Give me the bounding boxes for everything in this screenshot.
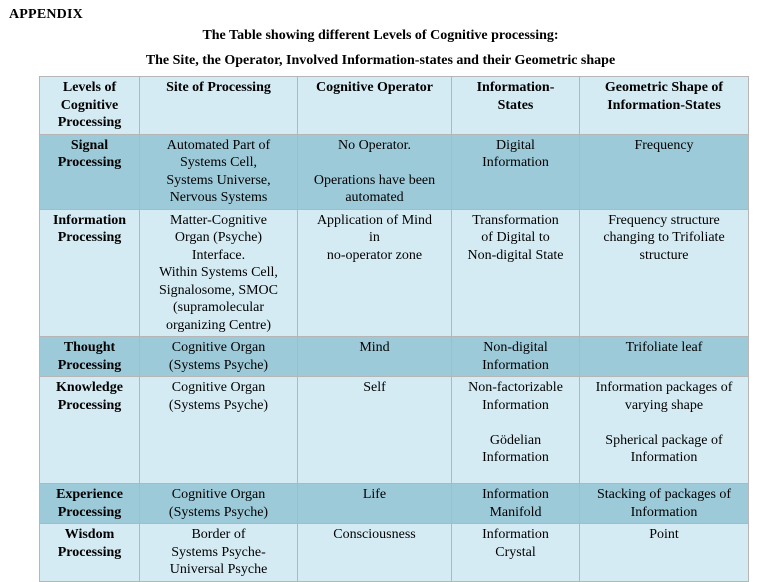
shape-cell: Point (579, 523, 749, 582)
table-title: The Table showing different Levels of Co… (202, 28, 559, 43)
level-cell: Signal Processing (39, 133, 140, 210)
table-row-knowledge: Knowledge Processing Cognitive Organ (Sy… (39, 376, 749, 484)
shape-cell: Frequency (579, 133, 749, 210)
state-text: Non-factorizable Information (468, 380, 563, 413)
level-cell: Wisdom Processing (39, 523, 140, 582)
state-cell: Digital Information (451, 133, 580, 210)
level-cell: Thought Processing (39, 336, 140, 377)
state-cell: Transformation of Digital to Non-digital… (451, 208, 580, 337)
operator-cell: Consciousness (297, 523, 452, 582)
shape-cell: Stacking of packages of Information (579, 483, 749, 524)
site-cell: Cognitive Organ (Systems Psyche) (139, 483, 298, 524)
site-cell: Automated Part of Systems Cell, Systems … (139, 133, 298, 210)
site-cell: Matter-Cognitive Organ (Psyche) Interfac… (139, 208, 298, 337)
state-cell: Non-digital Information (451, 336, 580, 377)
operator-cell: Application of Mind in no-operator zone (297, 208, 452, 337)
appendix-heading: APPENDIX (9, 7, 83, 22)
shape-text-secondary: Spherical package of Information (605, 432, 723, 466)
operator-cell: Mind (297, 336, 452, 377)
header-site: Site of Processing (139, 76, 298, 135)
state-text-secondary: Gödelian Information (482, 432, 549, 466)
table-row-thought: Thought Processing Cognitive Organ (Syst… (39, 336, 749, 377)
state-cell: Information Crystal (451, 523, 580, 582)
table-header-row: Levels of Cognitive Processing Site of P… (39, 76, 749, 135)
shape-cell: Frequency structure changing to Trifolia… (579, 208, 749, 337)
site-cell: Border of Systems Psyche- Universal Psyc… (139, 523, 298, 582)
level-cell: Knowledge Processing (39, 376, 140, 484)
shape-cell: Trifoliate leaf (579, 336, 749, 377)
shape-text: Information packages of varying shape (595, 380, 733, 413)
header-levels: Levels of Cognitive Processing (39, 76, 140, 135)
operator-cell: Life (297, 483, 452, 524)
level-cell: Information Processing (39, 208, 140, 337)
table-row-experience: Experience Processing Cognitive Organ (S… (39, 483, 749, 524)
site-cell: Cognitive Organ (Systems Psyche) (139, 376, 298, 484)
state-cell: Non-factorizable Information Gödelian In… (451, 376, 580, 484)
operator-note: Operations have been automated (313, 172, 436, 206)
table-subtitle: The Site, the Operator, Involved Informa… (145, 53, 616, 68)
level-cell: Experience Processing (39, 483, 140, 524)
header-operator: Cognitive Operator (297, 76, 452, 135)
table-row-wisdom: Wisdom Processing Border of Systems Psyc… (39, 523, 749, 582)
table-row-information: Information Processing Matter-Cognitive … (39, 208, 749, 337)
site-cell: Cognitive Organ (Systems Psyche) (139, 336, 298, 377)
shape-cell: Information packages of varying shape Sp… (579, 376, 749, 484)
operator-cell: No Operator. Operations have been automa… (297, 133, 452, 210)
header-geometric-shape: Geometric Shape of Information-States (579, 76, 749, 135)
state-cell: Information Manifold (451, 483, 580, 524)
cognitive-levels-table: Levels of Cognitive Processing Site of P… (39, 76, 749, 582)
operator-text: No Operator. (337, 137, 412, 153)
table-row-signal: Signal Processing Automated Part of Syst… (39, 133, 749, 210)
header-information-states: Information- States (451, 76, 580, 135)
operator-cell: Self (297, 376, 452, 484)
